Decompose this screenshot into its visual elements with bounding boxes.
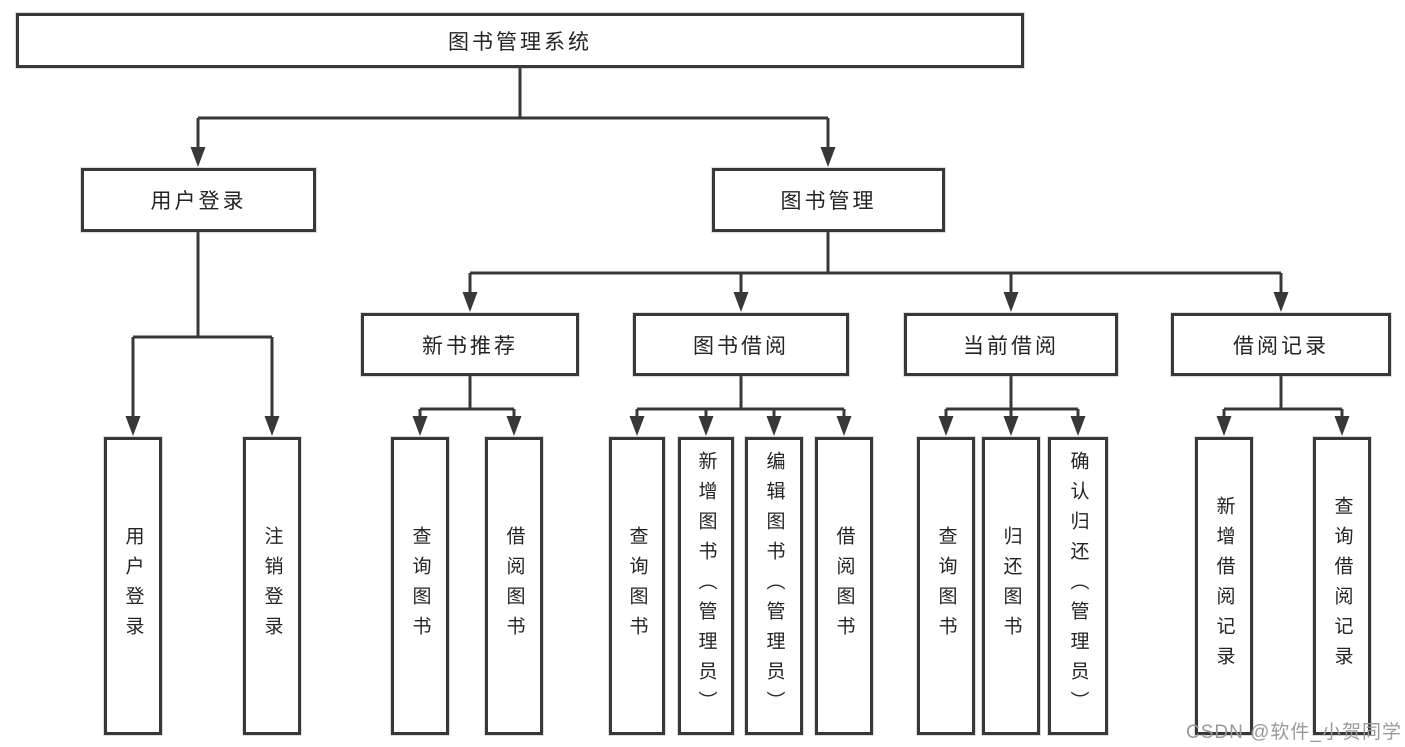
node-user-login: 用户登录: [81, 168, 316, 232]
node-leaf-confirm-return-admin: 确认归还（管理员）: [1048, 437, 1108, 735]
node-leaf-query-book-current: 查询图书: [917, 437, 975, 735]
node-new-book-recommend-label: 新书推荐: [422, 334, 518, 358]
connector-borrow-records-branch: [1222, 376, 1344, 420]
node-leaf-edit-book-admin-label: 编辑图书（管理员）: [763, 451, 785, 721]
node-leaf-query-book-borrow-label: 查询图书: [626, 526, 648, 646]
node-leaf-borrow-book-recommend-label: 借阅图书: [503, 526, 525, 646]
node-new-book-recommend: 新书推荐: [361, 313, 579, 376]
csdn-watermark: CSDN @软件_小贺同学: [1186, 722, 1402, 743]
node-leaf-borrow-book-borrow: 借阅图书: [815, 437, 873, 735]
node-leaf-add-book-admin-label: 新增图书（管理员）: [695, 451, 717, 721]
node-leaf-edit-book-admin: 编辑图书（管理员）: [745, 437, 803, 735]
node-current-borrow: 当前借阅: [904, 313, 1118, 376]
connector-user-login-branch: [131, 232, 274, 420]
node-leaf-return-book: 归还图书: [982, 437, 1040, 735]
node-current-borrow-label: 当前借阅: [963, 334, 1059, 358]
node-leaf-user-login-label: 用户登录: [122, 526, 144, 646]
node-book-borrow-label: 图书借阅: [693, 334, 789, 358]
node-borrow-records-label: 借阅记录: [1233, 334, 1329, 358]
node-leaf-query-book-recommend-label: 查询图书: [409, 526, 431, 646]
node-book-borrow: 图书借阅: [633, 313, 849, 376]
connector-book-borrow-branch: [635, 376, 846, 420]
node-root-label: 图书管理系统: [448, 30, 592, 54]
node-leaf-add-book-admin: 新增图书（管理员）: [678, 437, 734, 735]
connector-root-to-level2: [196, 68, 830, 150]
node-leaf-return-book-label: 归还图书: [1000, 526, 1022, 646]
node-user-login-label: 用户登录: [150, 190, 247, 213]
node-leaf-query-borrow-record-label: 查询借阅记录: [1331, 496, 1353, 676]
node-leaf-query-borrow-record: 查询借阅记录: [1313, 437, 1371, 735]
node-book-management: 图书管理: [712, 168, 945, 232]
node-leaf-confirm-return-admin-label: 确认归还（管理员）: [1067, 451, 1089, 721]
node-leaf-borrow-book-borrow-label: 借阅图书: [833, 526, 855, 646]
node-leaf-logout-label: 注销登录: [261, 526, 283, 646]
node-leaf-add-borrow-record-label: 新增借阅记录: [1213, 496, 1235, 676]
node-leaf-user-login: 用户登录: [104, 437, 162, 735]
node-borrow-records: 借阅记录: [1171, 313, 1391, 376]
node-leaf-query-book-current-label: 查询图书: [935, 526, 957, 646]
node-leaf-query-book-borrow: 查询图书: [609, 437, 665, 735]
node-root: 图书管理系统: [16, 13, 1024, 68]
connector-new-book-branch: [418, 376, 516, 420]
node-leaf-add-borrow-record: 新增借阅记录: [1195, 437, 1253, 735]
node-book-management-label: 图书管理: [780, 190, 877, 213]
node-leaf-query-book-recommend: 查询图书: [391, 437, 449, 735]
connector-current-borrow-branch: [944, 376, 1080, 420]
connector-book-management-branch: [468, 232, 1283, 296]
node-leaf-logout: 注销登录: [243, 437, 301, 735]
node-leaf-borrow-book-recommend: 借阅图书: [485, 437, 543, 735]
